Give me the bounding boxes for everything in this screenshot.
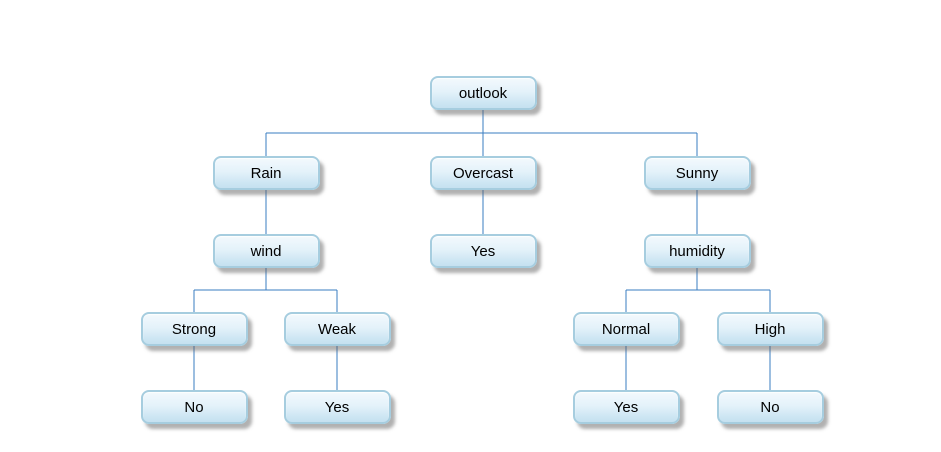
tree-node-high[interactable]: High bbox=[716, 312, 824, 346]
tree-node-label: wind bbox=[250, 242, 282, 260]
tree-node-strong[interactable]: Strong bbox=[140, 312, 248, 346]
tree-node-yes-weak[interactable]: Yes bbox=[283, 390, 391, 424]
tree-node-label: Rain bbox=[250, 164, 282, 182]
tree-node-no-strong[interactable]: No bbox=[140, 390, 248, 424]
tree-node-label: Yes bbox=[613, 398, 639, 416]
tree-node-yes-overcast[interactable]: Yes bbox=[429, 234, 537, 268]
tree-node-label: Overcast bbox=[452, 164, 513, 182]
tree-node-wind[interactable]: wind bbox=[212, 234, 320, 268]
tree-node-label: Yes bbox=[470, 242, 496, 260]
tree-node-label: High bbox=[754, 320, 786, 338]
tree-node-normal[interactable]: Normal bbox=[572, 312, 680, 346]
tree-node-humidity[interactable]: humidity bbox=[643, 234, 751, 268]
tree-node-weak[interactable]: Weak bbox=[283, 312, 391, 346]
tree-node-label: Sunny bbox=[675, 164, 719, 182]
tree-node-label: Normal bbox=[601, 320, 651, 338]
tree-node-label: Strong bbox=[171, 320, 217, 338]
tree-node-label: No bbox=[760, 398, 780, 416]
tree-node-no-high[interactable]: No bbox=[716, 390, 824, 424]
tree-node-label: Weak bbox=[317, 320, 357, 338]
tree-node-label: humidity bbox=[669, 242, 725, 260]
tree-node-sunny[interactable]: Sunny bbox=[643, 156, 751, 190]
tree-node-yes-normal[interactable]: Yes bbox=[572, 390, 680, 424]
tree-node-label: outlook bbox=[458, 84, 508, 102]
tree-node-label: No bbox=[184, 398, 204, 416]
tree-node-label: Yes bbox=[324, 398, 350, 416]
tree-node-outlook[interactable]: outlook bbox=[429, 76, 537, 110]
tree-node-rain[interactable]: Rain bbox=[212, 156, 320, 190]
tree-node-overcast[interactable]: Overcast bbox=[429, 156, 537, 190]
